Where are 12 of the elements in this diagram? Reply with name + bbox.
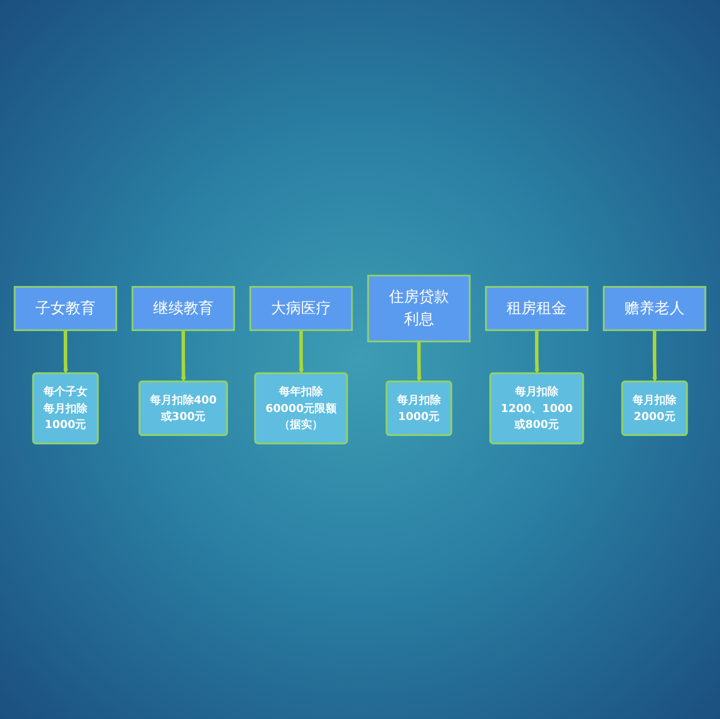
arrow <box>180 330 186 382</box>
node-box: 大病医疗 <box>249 286 353 332</box>
node-box: 继续教育 <box>132 286 235 332</box>
node-box: 子女教育 <box>14 286 118 332</box>
arrow <box>63 330 68 374</box>
node-box: 租房租金 <box>485 286 588 332</box>
arrow <box>298 330 304 374</box>
node-box: 赡养老人 <box>602 286 706 332</box>
node-box: 住房贷款利息 <box>367 274 471 342</box>
arrow <box>534 330 540 374</box>
arrow <box>416 341 422 382</box>
arrow <box>652 330 658 382</box>
